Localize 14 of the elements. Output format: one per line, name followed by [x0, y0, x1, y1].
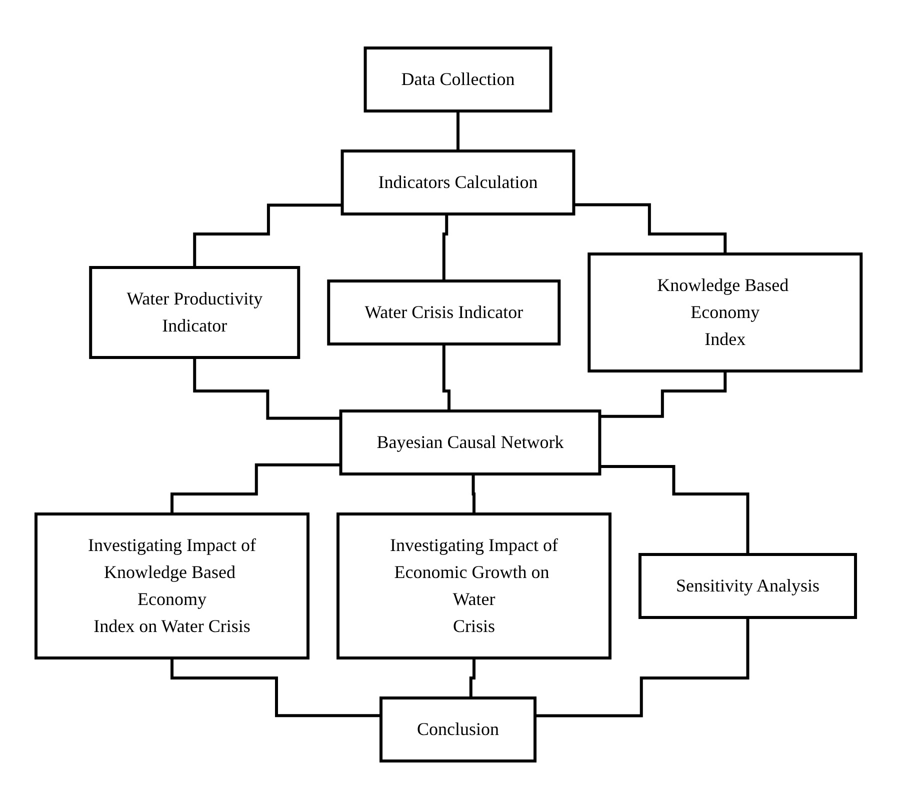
node-box: Conclusion	[379, 696, 536, 762]
connector	[534, 616, 750, 718]
node-box: Investigating Impact of Economic Growth on Water Crisis	[336, 512, 612, 660]
node-box: Indicators Calculation	[340, 150, 576, 216]
connector	[600, 370, 727, 418]
node-box: Water Productivity Indicator	[89, 266, 300, 359]
node-box: Data Collection	[364, 46, 552, 112]
node-box: Water Crisis Indicator	[327, 280, 561, 346]
connector	[574, 203, 727, 256]
node-box: Sensitivity Analysis	[638, 553, 857, 619]
node-box: Investigating Impact of Knowledge Based Economy Index on Water Crisis	[34, 512, 310, 660]
node-box: Knowledge Based Economy Index	[588, 252, 863, 372]
connector	[193, 356, 341, 420]
node-box: Bayesian Causal Network	[339, 410, 602, 476]
